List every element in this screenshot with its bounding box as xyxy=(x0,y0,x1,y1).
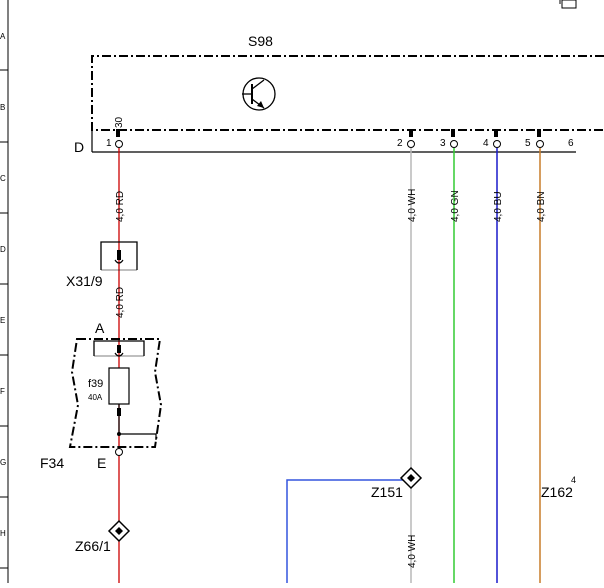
component-s98: S98 xyxy=(91,33,604,131)
z151-label: Z151 xyxy=(371,484,403,500)
fuse-rating: 40A xyxy=(88,393,103,402)
corner-mark xyxy=(559,0,577,9)
z162-tick: 4 xyxy=(571,475,576,485)
s98-label: S98 xyxy=(248,33,273,49)
pin-5: 5 xyxy=(525,129,544,149)
pin-6-number: 6 xyxy=(568,138,574,149)
connector-side-label: D xyxy=(74,139,84,155)
pin-terminals: 1 30 2 3 4 5 6 xyxy=(106,116,574,149)
wire-label-gn: 4,0 GN xyxy=(450,190,461,222)
row-marker-g: G xyxy=(0,458,6,467)
pin-1-terminal: 30 xyxy=(114,116,125,128)
wire-label-rd-upper: 4,0 RD xyxy=(115,191,126,222)
row-marker-a: A xyxy=(0,32,6,41)
pin-4-number: 4 xyxy=(483,138,489,149)
row-marker-c: C xyxy=(0,174,6,183)
connector-strip-d: D xyxy=(74,130,576,155)
wire-blue-branch xyxy=(286,479,404,583)
z66-label: Z66/1 xyxy=(75,538,111,554)
pin-1: 1 30 xyxy=(106,116,125,149)
wire-label-wh-lower: 4,0 WH xyxy=(407,535,418,568)
fuse-box-f34: A f39 40A E F34 xyxy=(40,320,163,471)
splice-z151: Z151 xyxy=(371,466,423,500)
pin-5-number: 5 xyxy=(525,138,531,149)
pin-3-number: 3 xyxy=(440,138,446,149)
pin-4: 4 xyxy=(483,129,501,149)
transistor-icon xyxy=(242,77,276,111)
fuse-element-icon xyxy=(108,367,130,405)
pin-3: 3 xyxy=(440,129,458,149)
wire-label-bn: 4,0 BN xyxy=(536,191,547,222)
grid-frame: A B C D E F G H xyxy=(0,0,9,583)
pin-1-number: 1 xyxy=(106,138,112,149)
row-marker-f: F xyxy=(0,387,5,396)
pin-2-number: 2 xyxy=(397,138,403,149)
x31-label: X31/9 xyxy=(66,273,103,289)
pin-2: 2 xyxy=(397,129,415,149)
row-marker-b: B xyxy=(0,103,5,112)
wire-label-wh: 4,0 WH xyxy=(407,189,418,222)
splice-z66: Z66/1 xyxy=(75,519,131,554)
row-marker-d: D xyxy=(0,245,6,254)
z162-label: Z162 xyxy=(541,484,573,500)
fuse-name: f39 xyxy=(88,378,103,390)
wire-label-bu: 4,0 BU xyxy=(493,191,504,222)
wires xyxy=(118,148,541,583)
fuse-box-label: F34 xyxy=(40,455,64,471)
wire-labels: 4,0 RD 4,0 RD 4,0 WH 4,0 GN 4,0 BU 4,0 B… xyxy=(115,189,547,568)
row-marker-h: H xyxy=(0,529,6,538)
row-marker-e: E xyxy=(0,316,5,325)
fuse-terminal-a: A xyxy=(95,320,105,336)
connector-x31: X31/9 xyxy=(66,241,138,289)
wire-label-rd-lower: 4,0 RD xyxy=(115,287,126,318)
fuse-terminal-e: E xyxy=(97,455,106,471)
